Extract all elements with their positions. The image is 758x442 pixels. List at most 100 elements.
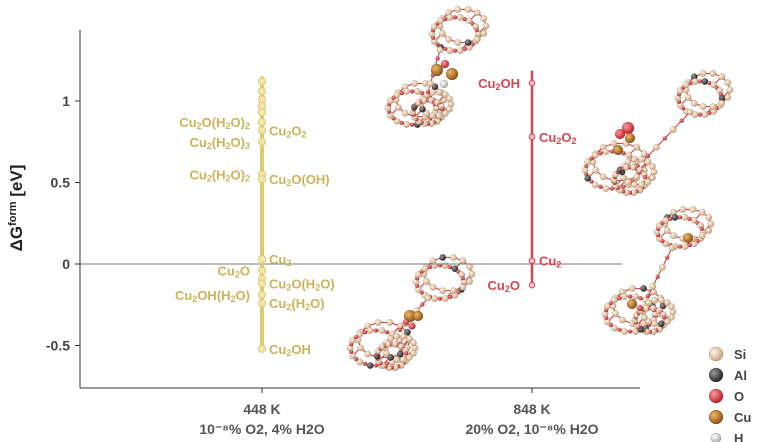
si-atom: [631, 155, 638, 163]
point-label: Cu2OH(H2O): [175, 288, 250, 304]
point-label: Cu2(H2O)3: [189, 135, 250, 151]
si-atom: [480, 29, 488, 37]
si-atom: [584, 158, 592, 166]
point-label: Cu2O(OH): [269, 172, 330, 188]
si-atom: [454, 39, 462, 46]
al-atom: [451, 265, 459, 273]
si-atom: [364, 350, 372, 358]
point-label: Cu2(H2O)2: [189, 167, 250, 183]
si-atom: [386, 97, 394, 105]
si-atom: [610, 140, 618, 147]
si-atom: [403, 88, 411, 95]
zeolite-cage: [653, 205, 715, 251]
legend-swatch: [708, 409, 724, 425]
o-atom: [677, 215, 683, 220]
al-atom: [439, 254, 447, 261]
x-axis-labels: 448 K 10⁻⁸% O2, 4% H2O 848 K 20% O2, 10⁻…: [199, 401, 598, 437]
si-atom: [401, 109, 409, 117]
si-atom: [413, 88, 421, 95]
o-atom: [665, 255, 670, 260]
si-atom: [699, 103, 707, 110]
si-atom: [726, 86, 734, 94]
si-atom: [456, 47, 464, 54]
o-atom: [447, 264, 453, 270]
h-atom: [439, 79, 449, 89]
si-atom: [393, 332, 401, 340]
point-label: Cu2: [539, 254, 561, 270]
legend-label: Cu: [734, 410, 751, 425]
si-atom: [473, 9, 481, 17]
data-point: [257, 77, 267, 86]
o-atom: [452, 48, 458, 53]
point-label: Cu2(H2O): [269, 296, 325, 312]
si-atom: [633, 173, 641, 181]
si-atom: [356, 358, 364, 366]
si-atom: [724, 79, 732, 87]
si-atom: [466, 277, 474, 285]
point-label: Cu2OH: [478, 76, 520, 92]
si-atom: [644, 158, 652, 166]
si-atom: [482, 22, 490, 30]
o-atom: [643, 174, 648, 180]
data-point: [257, 108, 267, 117]
si-atom: [640, 150, 648, 158]
legend-swatch: [710, 432, 722, 442]
si-atom: [681, 213, 689, 221]
legend-swatch: [708, 367, 724, 383]
si-atom: [612, 310, 619, 318]
al-atom: [431, 83, 439, 91]
o-atom: [373, 363, 379, 368]
zeolite-cage: [428, 6, 490, 54]
o-atom: [399, 120, 405, 126]
o-atom: [636, 304, 644, 312]
o-atom: [440, 59, 450, 69]
si-atom: [441, 91, 449, 99]
si-atom: [662, 216, 670, 224]
y-ticks: 10.50-0.5: [46, 93, 80, 354]
si-atom: [422, 277, 430, 285]
o-atom: [437, 296, 443, 301]
si-atom: [468, 270, 476, 278]
si-atom: [356, 330, 364, 338]
si-atom: [699, 70, 707, 77]
o-atom: [718, 92, 724, 97]
y-tick-label: 0: [62, 256, 70, 272]
o-atom: [384, 329, 390, 335]
si-atom: [441, 262, 449, 269]
si-atom: [625, 151, 633, 159]
zeolite-chain: [645, 108, 694, 159]
zeolite-cage: [610, 155, 658, 197]
o-atom: [598, 151, 603, 156]
si-atom: [430, 23, 438, 31]
cu-atom: [412, 310, 424, 322]
zeolite-cage: [674, 70, 734, 118]
si-atom: [668, 313, 675, 321]
o-atom: [402, 318, 410, 326]
si-atom: [649, 282, 657, 290]
o-atom: [589, 179, 594, 184]
o-atom: [598, 184, 603, 189]
data-point: [257, 266, 267, 275]
si-atom: [410, 339, 417, 347]
si-atom: [651, 296, 659, 304]
si-atom: [441, 295, 449, 302]
y-tick-label: -0.5: [46, 338, 70, 354]
si-atom: [709, 103, 717, 110]
si-atom: [670, 232, 678, 240]
si-atom: [631, 181, 638, 189]
si-atom: [663, 299, 671, 307]
si-atom: [439, 287, 447, 294]
cu-atom: [626, 298, 638, 310]
al-atom: [657, 320, 665, 328]
zeolite-structure-illustrations: [346, 6, 734, 372]
si-atom: [414, 271, 422, 279]
o-atom: [655, 274, 660, 279]
si-atom: [619, 316, 626, 324]
si-atom: [473, 35, 481, 43]
data-point: [257, 290, 267, 300]
o-atom: [679, 118, 684, 124]
si-atom: [604, 302, 611, 310]
si-atom: [394, 103, 402, 111]
